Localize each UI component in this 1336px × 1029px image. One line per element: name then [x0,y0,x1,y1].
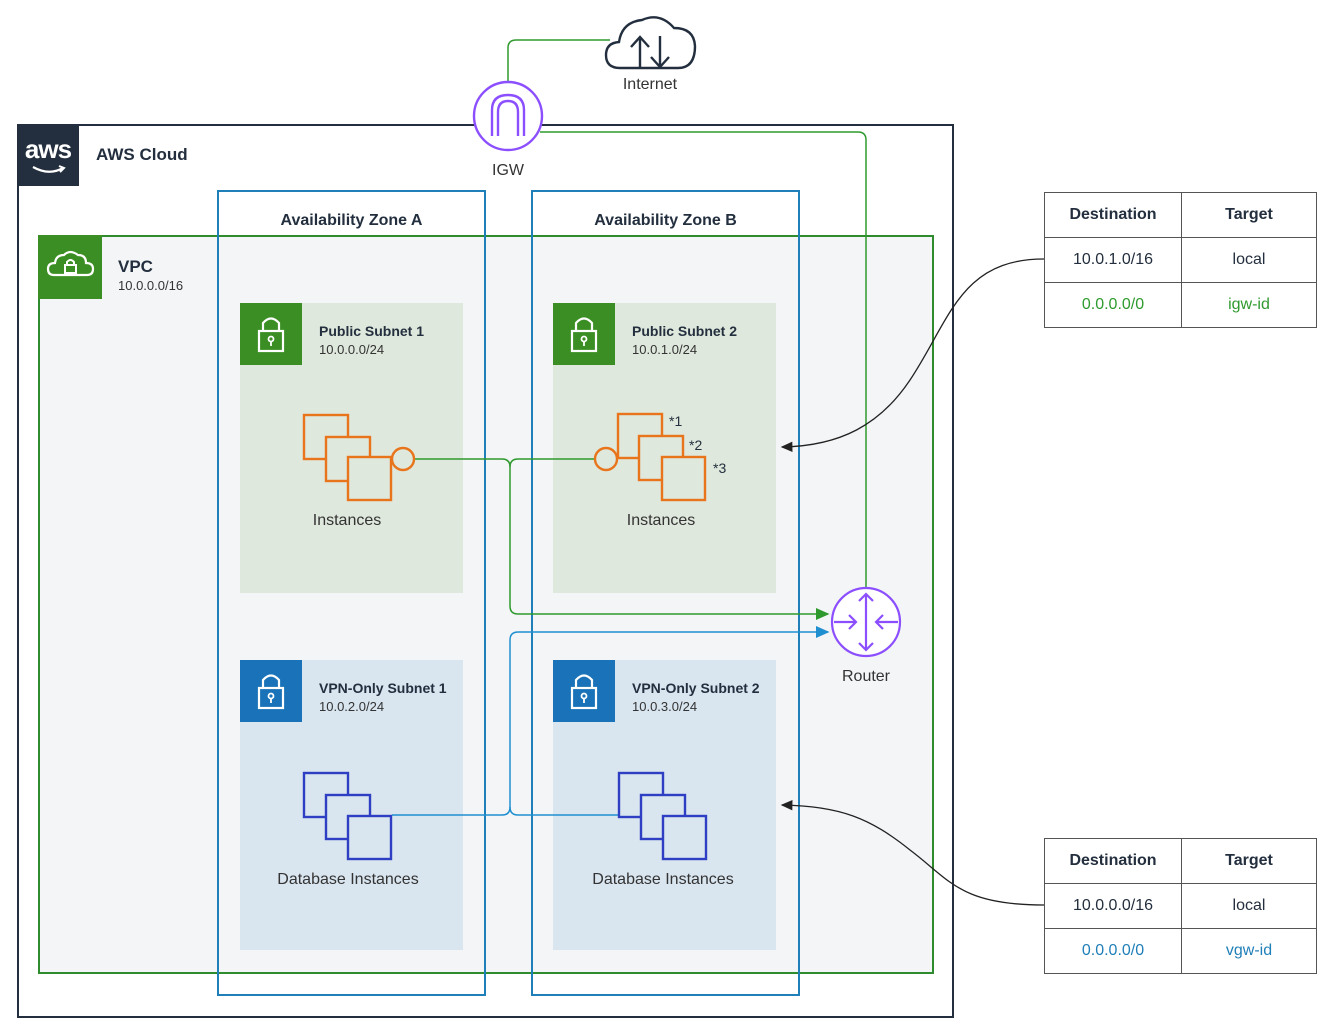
public-route-table-header-target: Target [1181,192,1317,238]
public-route-destination: 10.0.1.0/16 [1044,237,1182,283]
vpc-cidr: 10.0.0.0/16 [118,278,184,293]
table-row: 10.0.1.0/16 local [1044,237,1317,283]
ec2-instances-icon-2 [593,412,707,502]
igw-label: IGW [492,162,524,179]
ec2-instances-icon-1 [302,413,416,502]
public-route-table-link [780,258,1045,453]
vpn-subnet-1-to-router-link [392,626,830,816]
vpc-title: VPC [118,257,153,276]
vpn-subnet-2-to-router-link [509,806,620,816]
public-subnet-1-instances-label: Instances [312,512,382,529]
internet-igw-link [507,39,610,84]
public-subnet-2-cidr: 10.0.1.0/24 [632,342,698,357]
aws-cloud-title: AWS Cloud [96,145,188,164]
vpn-subnet-1-lock-icon [240,660,302,722]
vpn-subnet-1-name: VPN-Only Subnet 1 [319,680,447,696]
vpn-subnet-2-cidr: 10.0.3.0/24 [632,699,698,714]
instance-marker-3: *3 [713,460,727,476]
vpn-route-table: Destination Target 10.0.0.0/16 local 0.0… [1044,838,1317,974]
router-icon [830,586,902,658]
public-subnet-1-lock-icon [240,303,302,365]
vpn-route-destination: 0.0.0.0/0 [1044,928,1182,974]
public-subnet-2-to-router-link [509,458,596,468]
internet-gateway-icon [472,80,544,152]
public-route-target: igw-id [1181,282,1317,328]
vpn-route-table-header-destination: Destination [1044,838,1182,884]
table-row: 0.0.0.0/0 igw-id [1044,282,1317,328]
public-subnet-2-name: Public Subnet 2 [632,323,738,339]
vpn-route-table-header-target: Target [1181,838,1317,884]
instance-marker-2: *2 [689,437,703,453]
public-subnet-1-name: Public Subnet 1 [319,323,425,339]
public-route-destination: 0.0.0.0/0 [1044,282,1182,328]
aws-logo: aws [17,124,79,186]
public-route-target: local [1181,237,1317,283]
availability-zone-b [531,190,800,996]
database-instances-icon-1 [302,771,393,861]
vpn-subnet-2-db-label: Database Instances [592,871,734,888]
vpn-route-target: local [1181,883,1317,929]
instance-marker-1: *1 [669,413,683,429]
igw-router-link [540,131,867,588]
aws-logo-text: aws [24,134,72,164]
public-route-table-header: Destination Target [1044,192,1317,238]
vpn-subnet-2-lock-icon [553,660,615,722]
public-subnet-2-instances-label: Instances [626,512,696,529]
vpn-route-table-header: Destination Target [1044,838,1317,884]
vpn-route-table-link [780,799,1045,906]
vpn-subnet-2-name: VPN-Only Subnet 2 [632,680,760,696]
internet-cloud-icon [604,16,697,70]
public-route-table-header-destination: Destination [1044,192,1182,238]
vpn-route-destination: 10.0.0.0/16 [1044,883,1182,929]
vpn-subnet-1-db-label: Database Instances [277,871,419,888]
vpn-route-target: vgw-id [1181,928,1317,974]
table-row: 10.0.0.0/16 local [1044,883,1317,929]
availability-zone-b-title: Availability Zone B [594,212,737,229]
database-instances-icon-2 [617,771,708,861]
availability-zone-a-title: Availability Zone A [280,212,423,229]
router-label: Router [841,668,891,685]
public-subnet-2-lock-icon [553,303,615,365]
table-row: 0.0.0.0/0 vgw-id [1044,928,1317,974]
internet-label: Internet [622,76,678,93]
availability-zone-a [217,190,486,996]
vpc-cloud-lock-icon [38,235,102,299]
aws-smile-icon [32,165,66,173]
public-subnet-1-cidr: 10.0.0.0/24 [319,342,385,357]
vpn-subnet-1-cidr: 10.0.2.0/24 [319,699,385,714]
public-subnet-1-to-router-link [414,458,830,620]
public-route-table: Destination Target 10.0.1.0/16 local 0.0… [1044,192,1317,328]
vpc-container [38,235,934,974]
